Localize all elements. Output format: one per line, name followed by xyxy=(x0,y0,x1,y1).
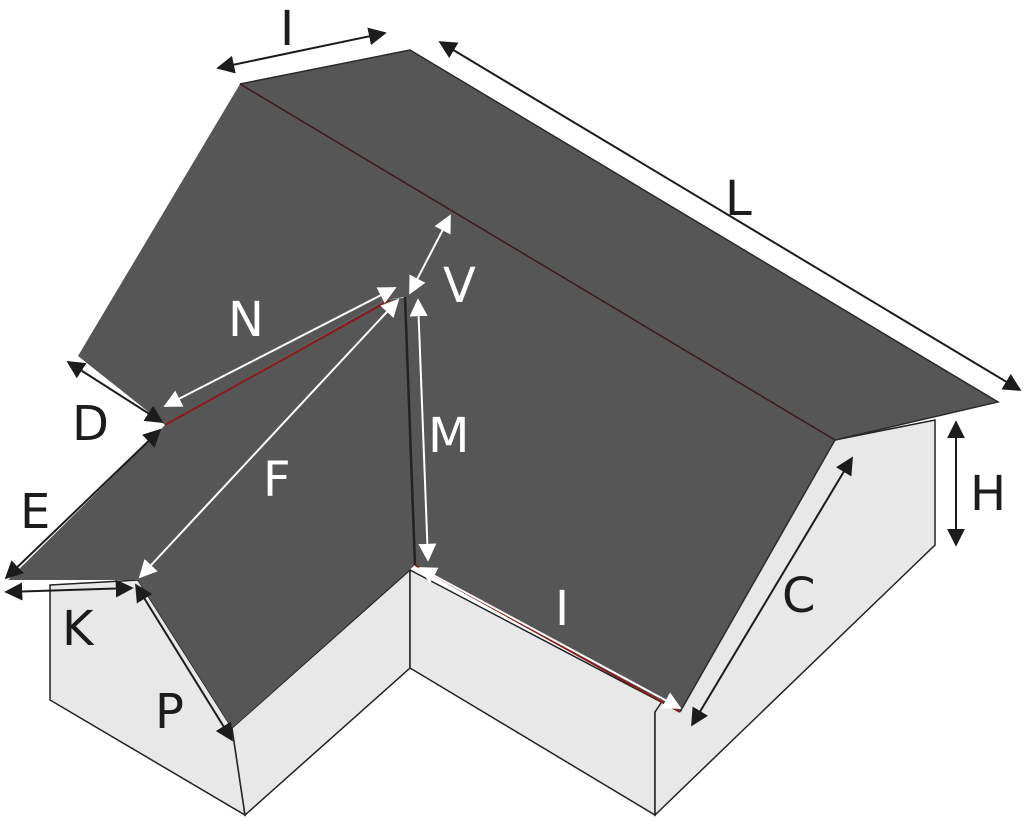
label-H: H xyxy=(970,466,1006,522)
dimension-L xyxy=(438,41,1022,391)
label-M: M xyxy=(428,408,469,464)
label-D: D xyxy=(72,396,109,452)
label-N: N xyxy=(228,292,264,348)
dimension-C xyxy=(691,456,853,727)
dimension-I-top xyxy=(216,27,387,74)
label-E: E xyxy=(20,484,50,540)
label-K: K xyxy=(62,601,95,657)
dimension-F xyxy=(138,298,400,579)
label-L: L xyxy=(725,171,752,227)
dimension-M xyxy=(409,298,437,562)
label-F: F xyxy=(263,452,291,508)
label-V: V xyxy=(443,258,476,314)
dimension-K xyxy=(4,579,134,601)
label-I-top: I xyxy=(280,1,294,57)
dimension-P xyxy=(135,583,233,742)
label-C: C xyxy=(782,568,816,624)
dimension-V xyxy=(409,214,451,295)
dimension-I-bottom xyxy=(418,567,682,709)
dimension-E xyxy=(4,428,162,580)
label-I-bottom: I xyxy=(555,581,569,637)
label-P: P xyxy=(155,684,184,740)
